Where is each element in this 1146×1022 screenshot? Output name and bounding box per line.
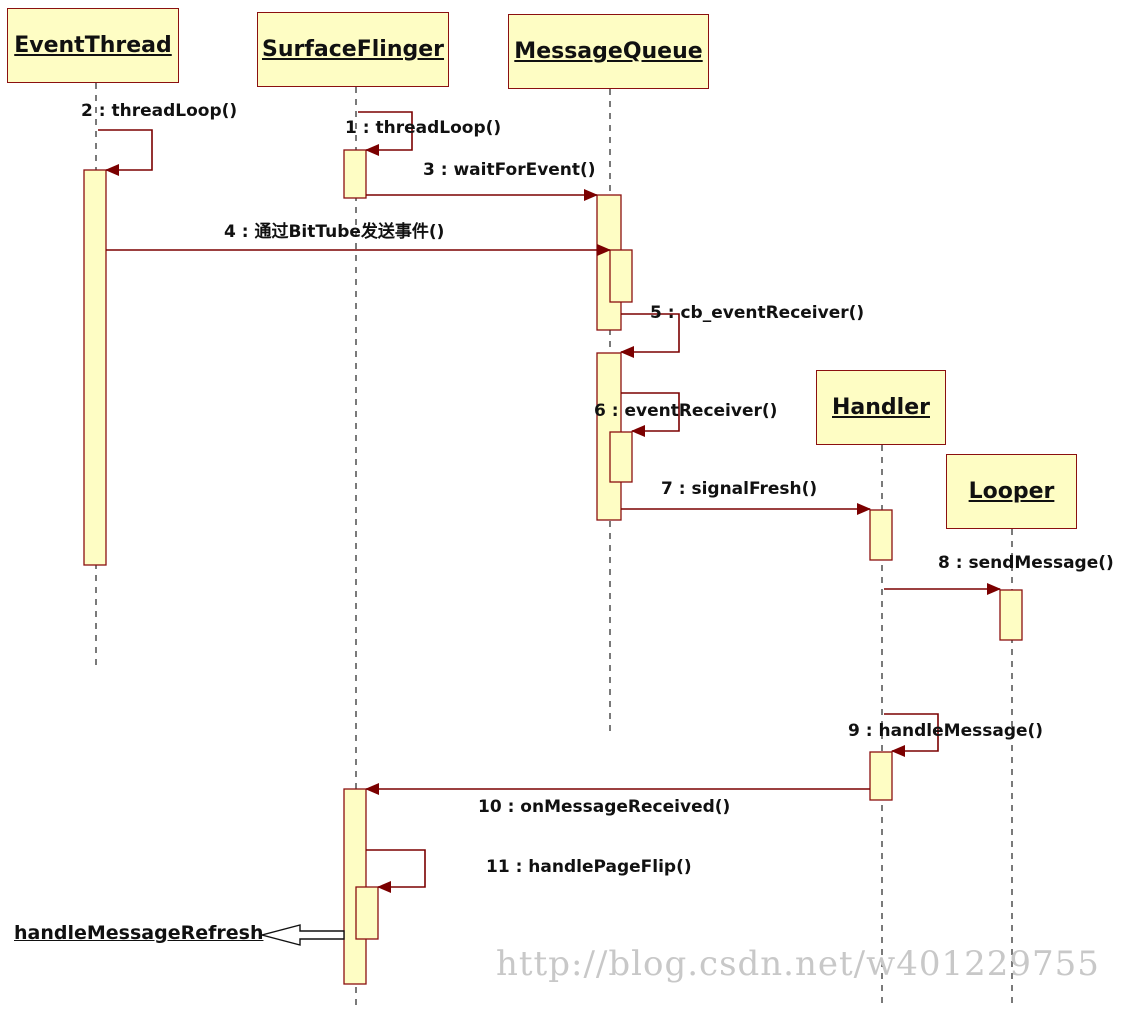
message-label-m10: 10 : onMessageReceived() <box>478 797 731 817</box>
activation-surfaceflinger-2-nested <box>355 886 379 940</box>
object-handler-label: Handler <box>832 395 930 420</box>
activation-handler-1 <box>869 509 893 561</box>
watermark-text: http://blog.csdn.net/w401229755 <box>496 944 1100 984</box>
message-label-m7: 7 : signalFresh() <box>661 479 818 499</box>
arrow-m5 <box>620 313 680 358</box>
message-label-m5: 5 : cb_eventReceiver() <box>650 303 865 323</box>
arrow-m2 <box>98 129 153 176</box>
message-label-m1: 1 : threadLoop() <box>345 118 502 138</box>
object-messagequeue-label: MessageQueue <box>514 39 703 64</box>
message-label-m9: 9 : handleMessage() <box>848 721 1044 741</box>
arrow-m9 <box>884 713 939 757</box>
object-surfaceflinger: SurfaceFlinger <box>257 12 449 87</box>
object-looper: Looper <box>946 454 1077 529</box>
object-messagequeue: MessageQueue <box>508 14 709 89</box>
message-label-m8: 8 : sendMessage() <box>938 553 1114 573</box>
object-eventthread-label: EventThread <box>14 33 172 58</box>
message-label-m4: 4 : 通过BitTube发送事件() <box>224 222 445 242</box>
object-eventthread: EventThread <box>7 8 179 83</box>
activation-handler-2 <box>869 751 893 801</box>
activation-messagequeue-2-nested <box>609 431 633 483</box>
arrow-m6 <box>621 392 680 437</box>
object-looper-label: Looper <box>968 479 1055 504</box>
message-label-m6: 6 : eventReceiver() <box>594 401 778 421</box>
arrow-m1 <box>358 111 413 156</box>
object-handler: Handler <box>816 370 946 445</box>
object-surfaceflinger-label: SurfaceFlinger <box>261 37 445 62</box>
message-label-m3: 3 : waitForEvent() <box>423 160 596 180</box>
activation-surfaceflinger-1 <box>343 149 367 199</box>
activation-messagequeue-1-nested <box>609 249 633 303</box>
activation-eventthread <box>83 169 107 566</box>
activation-looper <box>999 589 1023 641</box>
message-label-m11: 11 : handlePageFlip() <box>486 857 692 877</box>
arrow-external-call <box>259 924 345 946</box>
arrow-m11 <box>366 849 426 893</box>
message-label-m2: 2 : threadLoop() <box>81 101 238 121</box>
external-call-label: handleMessageRefresh <box>14 922 264 944</box>
